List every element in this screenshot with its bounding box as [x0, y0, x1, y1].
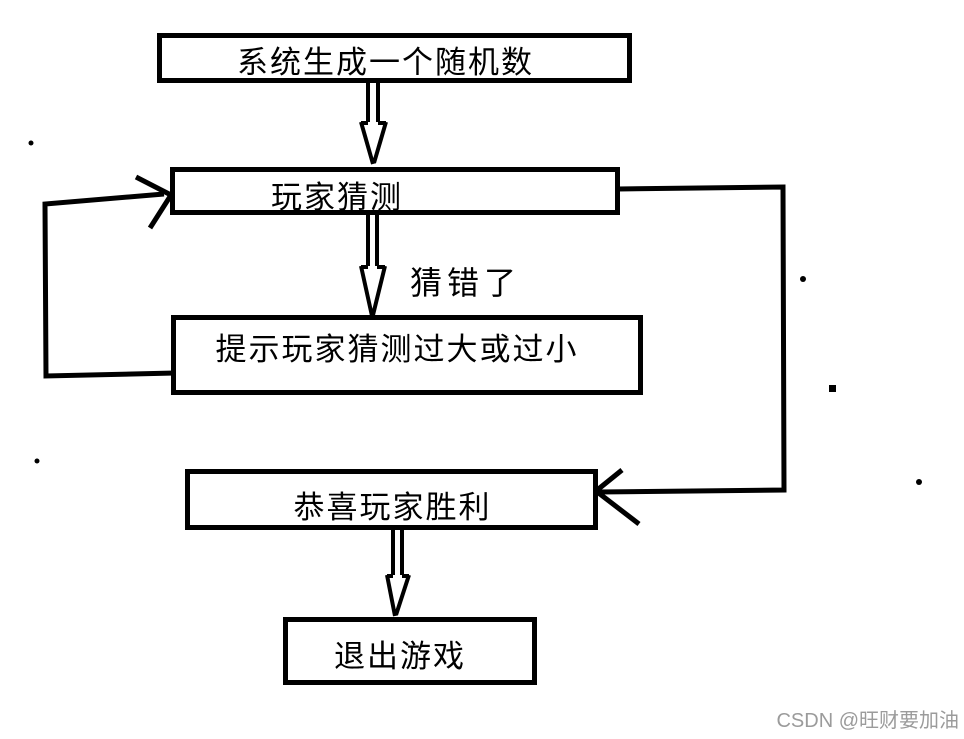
arrow-guess-to-hint	[359, 214, 387, 317]
node-player-guess: 玩家猜测	[170, 167, 620, 215]
node-congratulate-win: 恭喜玩家胜利	[185, 469, 598, 530]
ink-dots	[28, 140, 922, 485]
node-hint-too-big-or-small-label: 提示玩家猜测过大或过小	[215, 331, 579, 367]
node-congratulate-win-label: 恭喜玩家胜利	[293, 490, 492, 525]
loop-hint-to-guess	[42, 174, 176, 379]
node-generate-random-label: 系统生成一个随机数	[237, 44, 534, 80]
arrow-win-to-exit	[385, 528, 411, 617]
loop-guess-to-win	[594, 184, 787, 526]
node-exit-game: 退出游戏	[283, 617, 537, 685]
csdn-watermark: CSDN @旺财要加油	[776, 710, 959, 732]
node-hint-too-big-or-small: 提示玩家猜测过大或过小	[171, 315, 643, 395]
node-exit-game-label: 退出游戏	[334, 638, 466, 674]
node-player-guess-label: 玩家猜测	[271, 179, 403, 215]
node-generate-random: 系统生成一个随机数	[157, 33, 632, 83]
edge-label-wrong-guess: 猜错了	[410, 265, 522, 301]
arrow-generate-to-guess	[359, 82, 388, 165]
